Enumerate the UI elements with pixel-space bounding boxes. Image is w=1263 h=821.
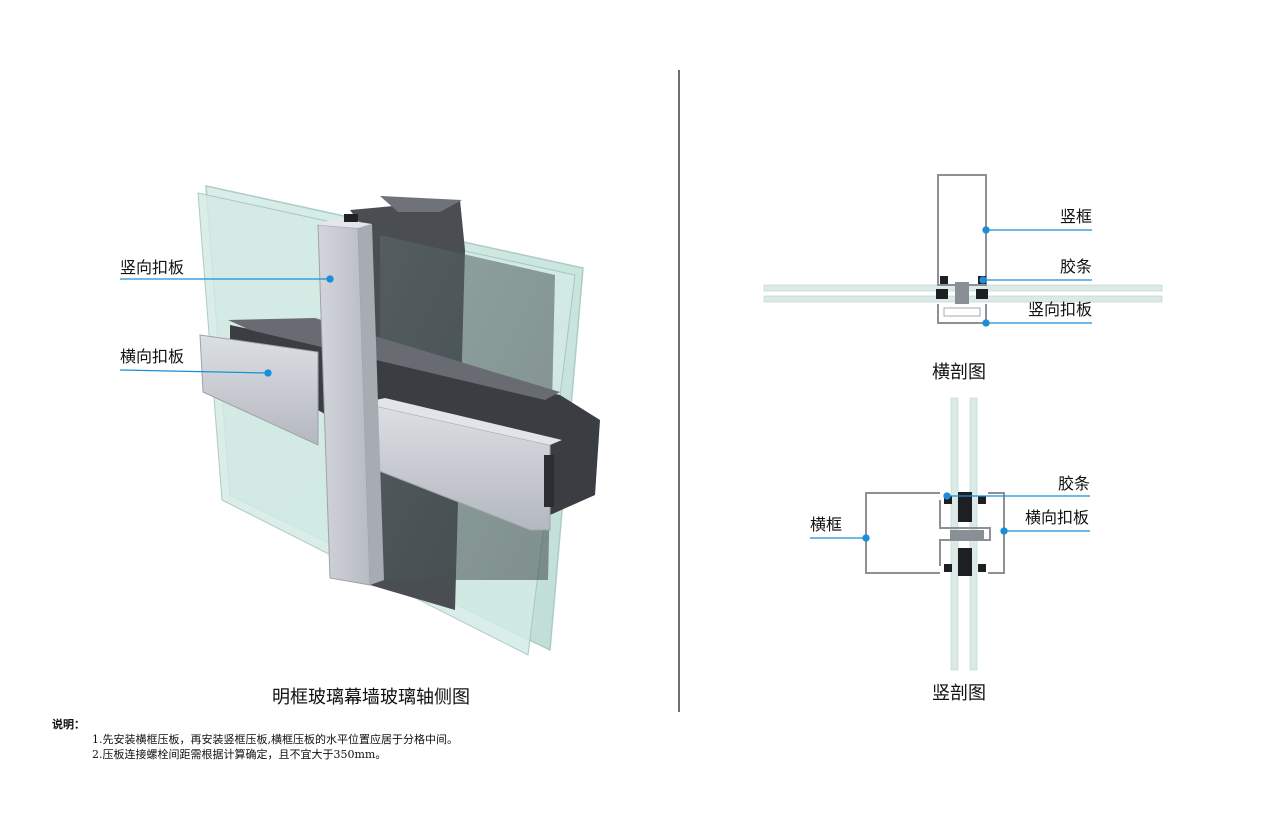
gasket-v-4	[944, 564, 952, 572]
leader-dot-v-transom	[862, 534, 870, 542]
mullion-box	[937, 174, 987, 286]
cover-plate-h	[937, 304, 987, 324]
bolt-h	[955, 282, 969, 304]
bolt-v	[950, 530, 984, 540]
leader-horizontal-cover	[119, 369, 269, 374]
horizontal-cover-right-top	[362, 398, 562, 445]
transom-top-face	[228, 318, 560, 400]
leader-dot-v-gasket	[943, 492, 951, 500]
label-v-gasket: 胶条	[1058, 474, 1091, 493]
label-vertical-cover: 竖向扣板	[120, 258, 185, 277]
notes-block: 说明： 1.先安装横框压板，再安装竖框压板,横框压板的水平位置应居于分格中间。 …	[52, 717, 458, 762]
leader-dot-h-gasket	[979, 276, 987, 284]
horizontal-section-title: 横剖图	[932, 362, 986, 383]
cover-plate-inner-h	[943, 307, 981, 317]
axonometric-leaders	[119, 275, 334, 377]
gasket-h-3	[940, 276, 948, 284]
leader-dot-v-cover	[1000, 527, 1008, 535]
horizontal-cover-left	[199, 334, 319, 446]
note-item-1: 1.先安装横框压板，再安装竖框压板,横框压板的水平位置应居于分格中间。	[92, 733, 458, 746]
horizontal-section-drawing	[763, 174, 1163, 324]
notes-heading: 说明：	[52, 718, 85, 731]
transom-box	[865, 492, 940, 574]
gasket-h-2	[976, 289, 988, 299]
gasket-v-3	[944, 496, 952, 504]
leader-dot-h-cover	[982, 319, 990, 327]
vertical-section-title: 竖剖图	[932, 683, 986, 704]
top-gasket	[344, 214, 358, 222]
label-h-cover: 竖向扣板	[1028, 300, 1093, 319]
label-horizontal-cover: 横向扣板	[120, 347, 185, 366]
mullion-top-face	[380, 196, 462, 212]
vertical-cover-top	[318, 218, 372, 228]
horizontal-section-leaders	[979, 226, 1092, 327]
gasket-v-2	[958, 548, 972, 576]
note-item-2: 2.压板连接螺栓间距需根据计算确定，且不宜大于350mm。	[92, 748, 387, 761]
transom-end-gasket	[544, 455, 554, 507]
gasket-v-1	[958, 492, 972, 522]
leader-dot-h-mullion	[982, 226, 990, 234]
axonometric-illustration	[197, 185, 600, 656]
label-h-mullion: 竖框	[1060, 207, 1093, 226]
label-v-cover: 横向扣板	[1025, 508, 1090, 527]
vertical-section-drawing	[865, 397, 1005, 671]
gasket-v-5	[978, 496, 986, 504]
vertical-cover-side	[358, 224, 384, 585]
transom-inner	[939, 500, 991, 566]
vertical-section-leaders	[810, 492, 1090, 542]
label-v-transom: 横框	[810, 515, 843, 534]
leader-dot-vertical-cover	[326, 275, 334, 283]
label-h-gasket: 胶条	[1060, 257, 1093, 276]
gasket-h-1	[936, 289, 948, 299]
axonometric-title: 明框玻璃幕墙玻璃轴侧图	[272, 687, 470, 708]
gasket-v-6	[978, 564, 986, 572]
leader-dot-horizontal-cover	[264, 369, 272, 377]
